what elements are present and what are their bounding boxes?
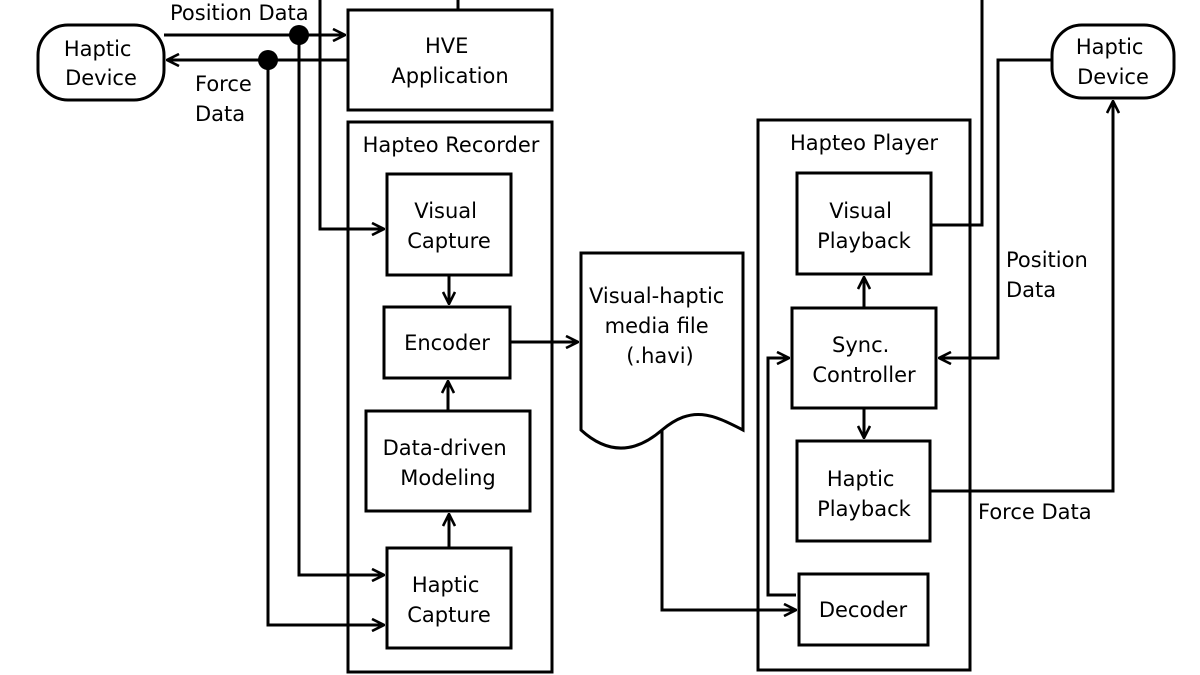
- hve-to-visual-capture-arrow: [318, 0, 384, 229]
- visual-playback-shape: [795, 171, 933, 276]
- haptic-device-right-label: Haptic Device: [1076, 35, 1150, 89]
- encoder-label: Encoder: [404, 331, 490, 355]
- position-to-haptic-capture-arrow: [297, 35, 384, 575]
- data-driven-modeling-label: Data-driven Modeling: [383, 436, 514, 490]
- force-data-right-arrow: [930, 101, 1113, 493]
- decoder-label: Decoder: [819, 598, 908, 622]
- haptic-capture-shape: [385, 546, 513, 650]
- data-driven-modeling-shape: [364, 409, 532, 513]
- haptic-device-left-label: Haptic Device: [64, 37, 138, 90]
- force-data-left-label: Force Data: [195, 72, 259, 126]
- hve-application-shape: [346, 8, 554, 112]
- decoder-shape: [797, 572, 930, 647]
- hapteo-player-label: Hapteo Player: [790, 131, 938, 155]
- hve-top-wire: [404, 0, 460, 12]
- force-to-haptic-capture-arrow: [266, 60, 384, 625]
- position-data-right-arrow: [939, 58, 1052, 358]
- force-data-right-label: Force Data: [978, 500, 1092, 524]
- visual-playback-out-wire: [931, 0, 984, 227]
- decoder-to-sync-arrow: [766, 358, 796, 597]
- position-junction-dot: [289, 25, 309, 45]
- visual-playback-label: Visual Playback: [817, 199, 912, 253]
- haptic-device-left-shape: [36, 23, 166, 102]
- position-data-right-label: Position Data: [1006, 248, 1094, 302]
- media-file-shape: [579, 251, 745, 450]
- visual-capture-label: Visual Capture: [407, 199, 491, 253]
- encoder-shape: [382, 305, 512, 380]
- force-junction-dot: [258, 50, 278, 70]
- hapteo-recorder-label: Hapteo Recorder: [363, 133, 540, 157]
- file-to-decoder-arrow: [660, 430, 796, 610]
- sync-controller-shape: [790, 306, 938, 410]
- haptic-playback-shape: [795, 439, 932, 543]
- media-file-label: Visual-haptic media file (.havi): [589, 284, 731, 368]
- sync-controller-label: Sync. Controller: [812, 333, 916, 387]
- position-data-left-label: Position Data: [170, 1, 309, 25]
- hve-application-label: HVE Application: [391, 34, 508, 88]
- haptic-capture-label: Haptic Capture: [407, 573, 491, 627]
- haptic-playback-label: Haptic Playback: [817, 467, 912, 521]
- visual-capture-shape: [385, 172, 513, 277]
